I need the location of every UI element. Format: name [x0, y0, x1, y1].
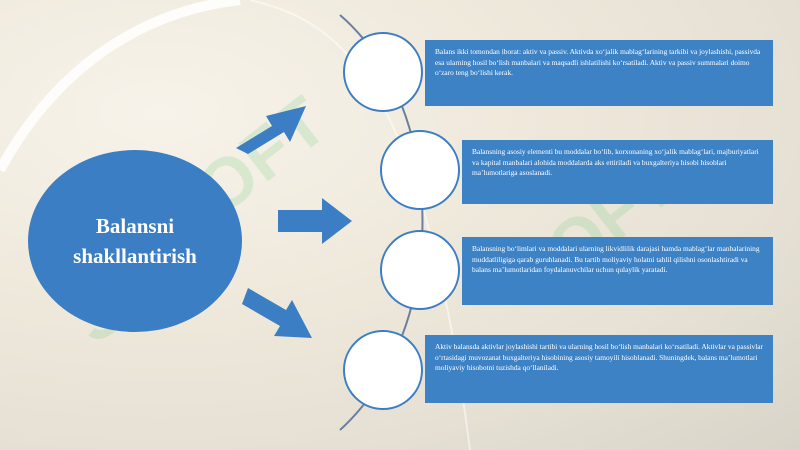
node-circle-3: [380, 230, 460, 310]
arrow-up-right-icon: [236, 106, 306, 154]
item-box-3: Balansning bo‘limlari va moddalari ularn…: [462, 237, 773, 305]
node-circle-4: [343, 330, 423, 410]
node-circle-1: [343, 32, 423, 112]
item-text-2: Balansning asosiy elementi bu moddalar b…: [472, 147, 759, 178]
item-box-2: Balansning asosiy elementi bu moddalar b…: [462, 140, 773, 204]
node-circle-2: [380, 130, 460, 210]
arrow-right-icon: [278, 198, 352, 244]
item-box-4: Aktiv balansda aktivlar joylashishi tart…: [425, 335, 773, 403]
item-box-1: Balans ikki tomondan iborat: aktiv va pa…: [425, 40, 773, 106]
item-text-1: Balans ikki tomondan iborat: aktiv va pa…: [435, 47, 761, 78]
item-text-3: Balansning bo‘limlari va moddalari ularn…: [472, 244, 760, 275]
arrow-down-right-icon: [242, 288, 312, 338]
item-text-4: Aktiv balansda aktivlar joylashishi tart…: [435, 342, 763, 373]
